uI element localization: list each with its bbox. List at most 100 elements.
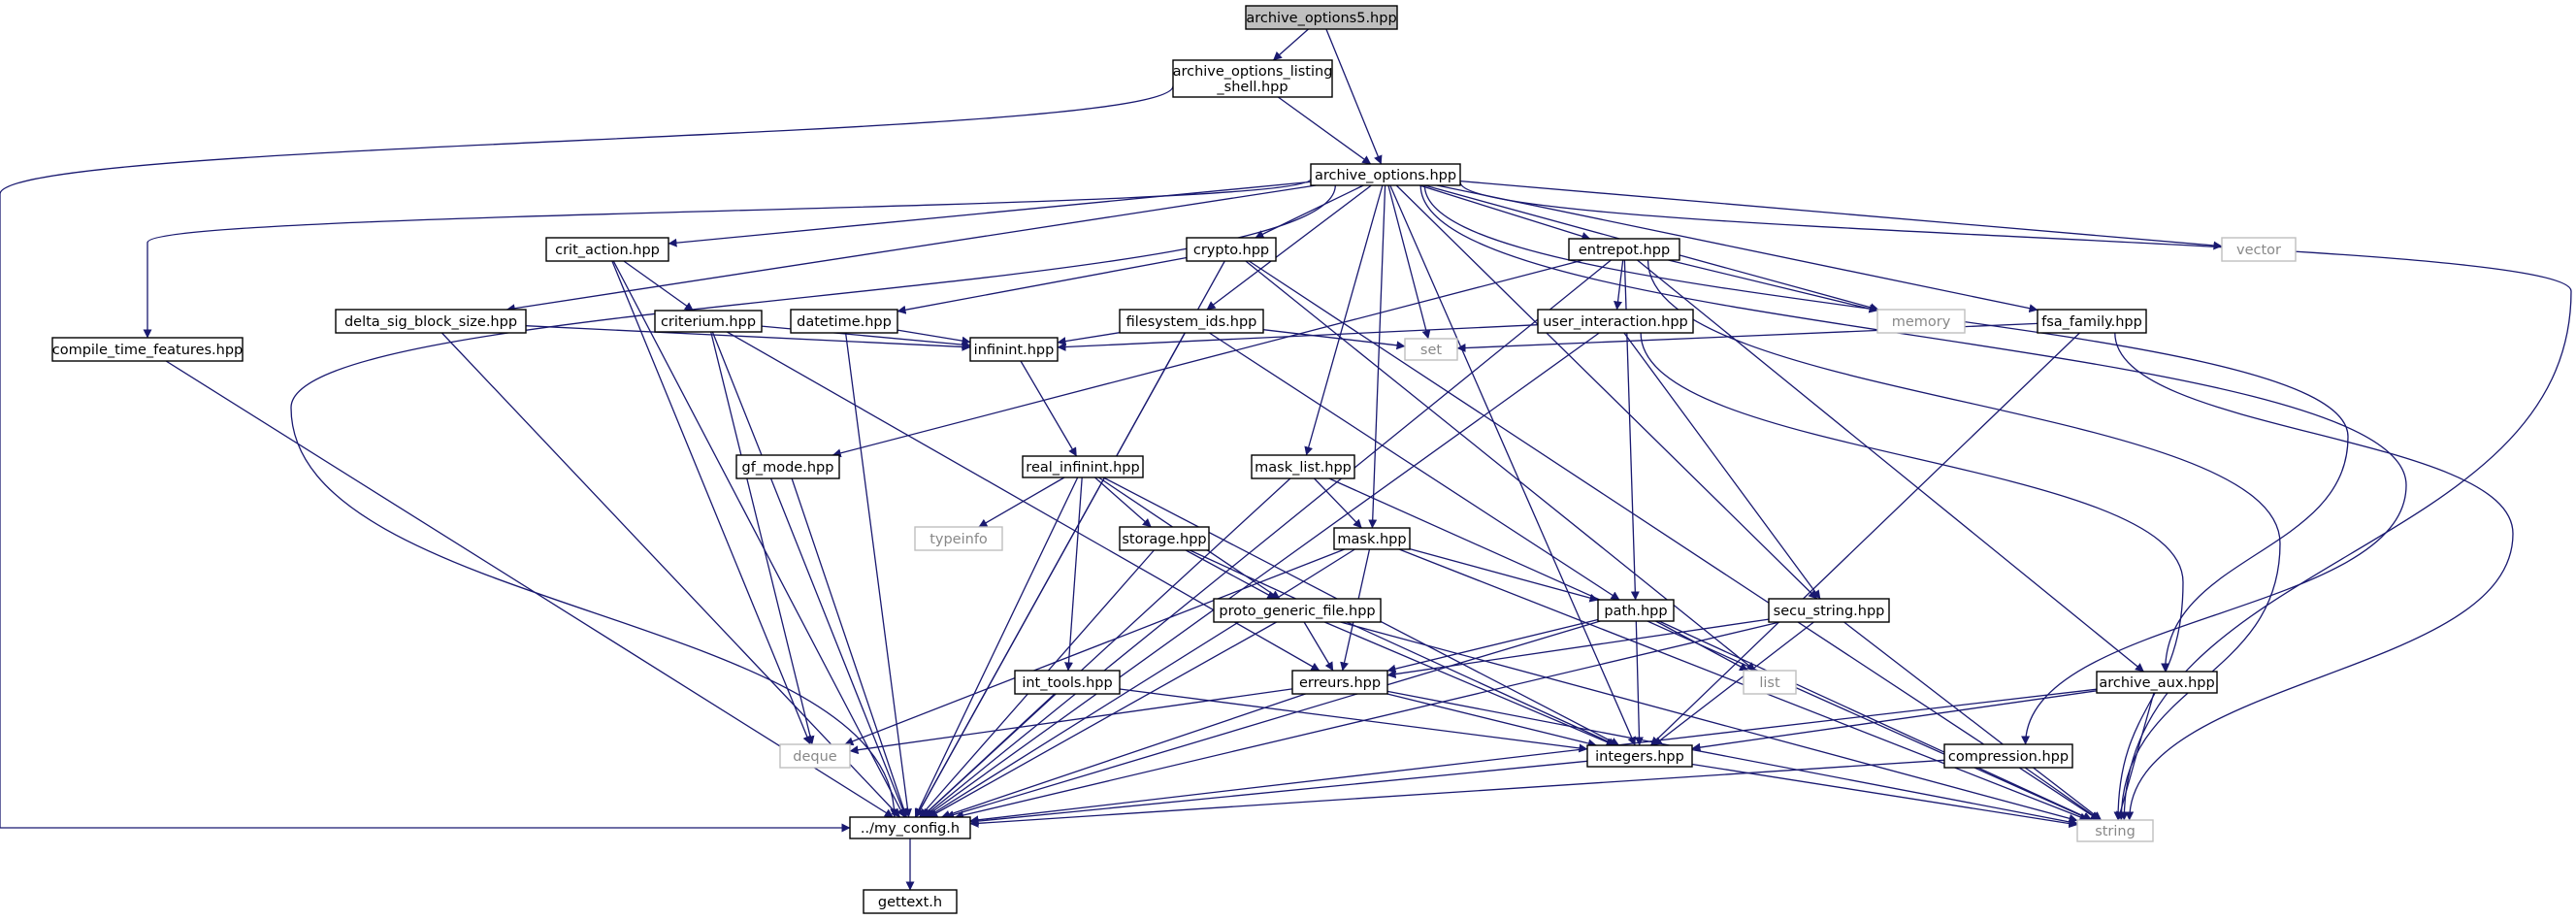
node-box bbox=[1213, 598, 1382, 623]
node-label: datetime.hpp bbox=[797, 314, 892, 330]
node-datetime[interactable]: datetime.hpp bbox=[790, 309, 898, 334]
node-box bbox=[779, 743, 851, 769]
node-path[interactable]: path.hpp bbox=[1597, 599, 1675, 622]
edge-fsa-family-to-integers bbox=[1649, 332, 2080, 746]
edge-path-to-erreurs bbox=[1386, 618, 1599, 674]
edge-entrepot-to-gf-mode bbox=[831, 259, 1583, 458]
edge-infinint-to-real-infinint bbox=[1020, 360, 1078, 457]
node-box bbox=[1943, 743, 2073, 769]
edge-secu-string-to-erreurs bbox=[1386, 618, 1770, 679]
edge-proto-generic-file-to-my-config bbox=[929, 621, 1277, 818]
node-label: crit_action.hpp bbox=[555, 243, 660, 258]
node-box bbox=[1119, 526, 1210, 551]
edge-erreurs-to-deque bbox=[849, 688, 1293, 755]
node-proto-generic-file[interactable]: proto_generic_file.hpp bbox=[1213, 598, 1382, 623]
node-box bbox=[51, 337, 244, 362]
edge-real-infinint-to-int-tools bbox=[1064, 476, 1083, 672]
node-gettext[interactable]: gettext.h bbox=[863, 889, 958, 914]
node-secu-string[interactable]: secu_string.hpp bbox=[1768, 598, 1890, 623]
node-label: erreurs.hpp bbox=[1299, 675, 1381, 691]
node-filesystem-ids[interactable]: filesystem_ids.hpp bbox=[1119, 309, 1264, 334]
node-delta-sig-block-size[interactable]: delta_sig_block_size.hpp bbox=[335, 309, 527, 334]
edge-criterium-to-deque bbox=[710, 331, 815, 745]
node-label: mask_list.hpp bbox=[1255, 460, 1352, 476]
node-archive-aux[interactable]: archive_aux.hpp bbox=[2096, 671, 2218, 694]
edge-user-interaction-to-infinint bbox=[1057, 324, 1539, 351]
node-box bbox=[1768, 598, 1890, 623]
node-fsa-family[interactable]: fsa_family.hpp bbox=[2037, 309, 2147, 334]
node-my-config[interactable]: ../my_config.h bbox=[849, 816, 971, 839]
node-label: memory bbox=[1892, 314, 1951, 330]
node-label: crypto.hpp bbox=[1193, 243, 1269, 258]
edge-filesystem-ids-to-infinint bbox=[1057, 332, 1121, 345]
node-box bbox=[1310, 163, 1461, 186]
edge-compression-to-string bbox=[2024, 767, 2101, 821]
node-label: deque bbox=[793, 749, 837, 765]
edge-storage-to-integers bbox=[1190, 549, 1617, 746]
node-box bbox=[2076, 819, 2154, 842]
node-box bbox=[1014, 670, 1121, 695]
node-label: real_infinint.hpp bbox=[1026, 460, 1139, 476]
node-real-infinint[interactable]: real_infinint.hpp bbox=[1022, 455, 1144, 478]
edge-archive-options-to-crypto bbox=[1255, 184, 1364, 239]
node-label: gf_mode.hpp bbox=[742, 460, 834, 476]
edge-archive-options-to-filesystem-ids bbox=[1206, 184, 1372, 311]
node-vector: vector bbox=[2221, 237, 2297, 262]
node-label: int_tools.hpp bbox=[1022, 675, 1112, 691]
node-mask[interactable]: mask.hpp bbox=[1333, 527, 1411, 550]
node-criterium[interactable]: criterium.hpp bbox=[654, 310, 763, 333]
node-box bbox=[969, 337, 1059, 362]
edge-gf-mode-to-my-config bbox=[791, 477, 908, 818]
edge-erreurs-to-integers bbox=[1386, 693, 1597, 748]
node-compile-time-features[interactable]: compile_time_features.hpp bbox=[51, 337, 244, 362]
node-box bbox=[1743, 670, 1797, 695]
node-entrepot[interactable]: entrepot.hpp bbox=[1568, 238, 1680, 261]
node-erreurs[interactable]: erreurs.hpp bbox=[1291, 670, 1388, 695]
edge-archive-options-to-set bbox=[1387, 184, 1431, 340]
node-crit-action[interactable]: crit_action.hpp bbox=[545, 237, 669, 262]
edge-datetime-to-my-config bbox=[844, 332, 912, 818]
edge-path-to-string bbox=[1658, 620, 2093, 821]
node-infinint[interactable]: infinint.hpp bbox=[969, 337, 1059, 362]
edge-archive-options-to-compression bbox=[1419, 184, 2407, 745]
edge-archive-options-to-entrepot bbox=[1418, 184, 1591, 241]
edge-entrepot-to-my-config bbox=[923, 259, 1612, 818]
edge-proto-generic-file-to-string bbox=[1340, 621, 2078, 823]
node-mask-list[interactable]: mask_list.hpp bbox=[1251, 454, 1355, 479]
node-storage[interactable]: storage.hpp bbox=[1119, 526, 1210, 551]
node-int-tools[interactable]: int_tools.hpp bbox=[1014, 670, 1121, 695]
edge-real-infinint-to-my-config bbox=[914, 476, 1079, 818]
edge-mask-list-to-string bbox=[1328, 477, 2092, 821]
node-gf-mode[interactable]: gf_mode.hpp bbox=[735, 454, 840, 479]
node-label: path.hpp bbox=[1604, 604, 1667, 619]
node-crypto[interactable]: crypto.hpp bbox=[1186, 237, 1277, 262]
node-label: typeinfo bbox=[929, 532, 988, 547]
edge-mask-to-deque bbox=[844, 548, 1346, 746]
node-box bbox=[1245, 5, 1398, 30]
node-box bbox=[1186, 237, 1277, 262]
node-integers[interactable]: integers.hpp bbox=[1586, 744, 1693, 768]
node-box bbox=[1172, 59, 1333, 98]
edge-erreurs-to-string bbox=[1386, 690, 2078, 827]
edge-archive-options5-to-archive-options-listing-shell bbox=[1272, 28, 1309, 61]
node-box bbox=[1876, 309, 1966, 334]
node-label: string bbox=[2095, 824, 2136, 839]
node-label: mask.hpp bbox=[1337, 532, 1406, 547]
edge-archive-aux-to-my-config bbox=[969, 688, 2098, 825]
edge-archive-aux-to-string bbox=[2116, 692, 2155, 821]
node-label: entrepot.hpp bbox=[1579, 243, 1670, 258]
node-box bbox=[1291, 670, 1388, 695]
edge-filesystem-ids-to-my-config bbox=[915, 332, 1186, 818]
node-label: _shell.hpp bbox=[1216, 80, 1288, 95]
edge-archive-options-to-delta-sig-block-size bbox=[505, 184, 1317, 313]
edge-archive-options5-to-archive-options bbox=[1325, 28, 1383, 165]
edge-compression-to-my-config bbox=[969, 759, 1945, 828]
node-box bbox=[2096, 671, 2218, 694]
node-box bbox=[914, 526, 1003, 551]
node-archive-options[interactable]: archive_options.hpp bbox=[1310, 163, 1461, 186]
edge-integers-to-string bbox=[1691, 763, 2078, 829]
node-archive-options-listing-shell[interactable]: archive_options_listing_shell.hpp bbox=[1172, 59, 1333, 98]
node-compression[interactable]: compression.hpp bbox=[1943, 743, 2073, 769]
node-label: vector bbox=[2236, 243, 2281, 258]
node-user-interaction[interactable]: user_interaction.hpp bbox=[1537, 309, 1694, 334]
